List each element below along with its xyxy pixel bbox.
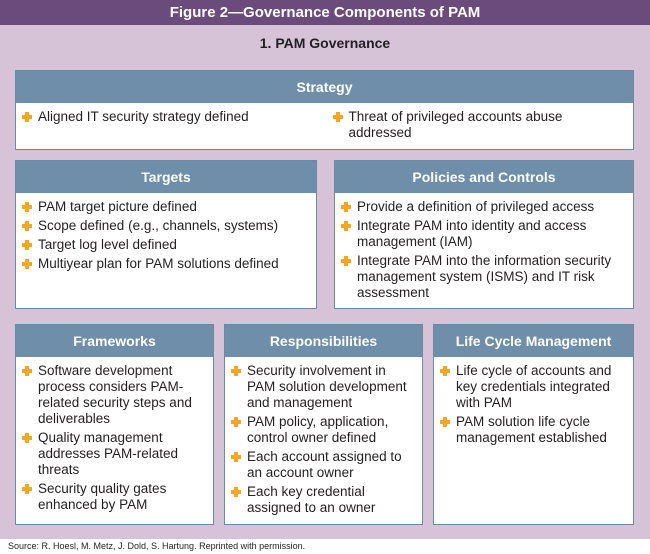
list-item: Threat of privileged accounts abuse addr…	[332, 109, 626, 141]
list-item: Multiyear plan for PAM solutions defined	[22, 256, 308, 272]
targets-card: Targets PAM target picture defined Scope…	[15, 160, 317, 309]
diamond-bullet-icon	[22, 112, 32, 122]
strategy-card: Strategy Aligned IT security strategy de…	[15, 70, 634, 150]
diamond-bullet-icon	[231, 452, 241, 462]
list-item: Scope defined (e.g., channels, systems)	[22, 218, 308, 234]
panel-heading: 1. PAM Governance	[259, 35, 391, 51]
list-item: Integrate PAM into identity and access m…	[341, 218, 625, 250]
frameworks-card-title: Frameworks	[16, 325, 213, 357]
policies-list: Provide a definition of privileged acces…	[341, 199, 625, 301]
list-item: Security quality gates enhanced by PAM	[22, 481, 205, 513]
figure-title: Figure 2—Governance Components of PAM	[0, 0, 650, 25]
diamond-bullet-icon	[341, 221, 351, 231]
diamond-bullet-icon	[332, 112, 343, 122]
list-item: PAM policy, application, control owner d…	[231, 414, 414, 446]
strategy-left-list: Aligned IT security strategy defined	[22, 109, 315, 125]
strategy-card-title: Strategy	[16, 71, 633, 103]
list-item: Software development process considers P…	[22, 363, 205, 427]
diamond-bullet-icon	[440, 366, 450, 376]
diamond-bullet-icon	[440, 417, 450, 427]
diamond-bullet-icon	[22, 433, 32, 443]
source-note: Source: R. Hoesl, M. Metz, J. Dold, S. H…	[8, 541, 306, 551]
policies-card-title: Policies and Controls	[335, 161, 633, 193]
lifecycle-card-title: Life Cycle Management	[434, 325, 633, 357]
list-item: Target log level defined	[22, 237, 308, 253]
lifecycle-list: Life cycle of accounts and key credentia…	[440, 363, 625, 446]
responsibilities-card: Responsibilities Security involvement in…	[224, 324, 423, 525]
list-item: Aligned IT security strategy defined	[22, 109, 315, 125]
diamond-bullet-icon	[22, 484, 32, 494]
list-item: PAM target picture defined	[22, 199, 308, 215]
list-item: Integrate PAM into the information secur…	[341, 253, 625, 301]
diamond-bullet-icon	[22, 202, 32, 212]
list-item: Each key credential assigned to an owner	[231, 484, 414, 516]
frameworks-card: Frameworks Software development process …	[15, 324, 214, 525]
diamond-bullet-icon	[22, 259, 32, 269]
responsibilities-card-title: Responsibilities	[225, 325, 422, 357]
list-item: Life cycle of accounts and key credentia…	[440, 363, 625, 411]
diamond-bullet-icon	[341, 256, 351, 266]
strategy-right-list: Threat of privileged accounts abuse addr…	[332, 109, 626, 141]
targets-list: PAM target picture defined Scope defined…	[22, 199, 308, 272]
diamond-bullet-icon	[231, 487, 241, 497]
policies-card: Policies and Controls Provide a definiti…	[334, 160, 634, 309]
list-item: Each account assigned to an account owne…	[231, 449, 414, 481]
list-item: Security involvement in PAM solution dev…	[231, 363, 414, 411]
responsibilities-list: Security involvement in PAM solution dev…	[231, 363, 414, 516]
frameworks-list: Software development process considers P…	[22, 363, 205, 513]
diamond-bullet-icon	[22, 240, 32, 250]
governance-panel: 1. PAM Governance Strategy Aligned IT se…	[0, 25, 650, 539]
list-item: PAM solution life cycle management estab…	[440, 414, 625, 446]
diamond-bullet-icon	[22, 221, 32, 231]
diamond-bullet-icon	[231, 366, 241, 376]
diamond-bullet-icon	[231, 417, 241, 427]
diamond-bullet-icon	[22, 366, 32, 376]
diamond-bullet-icon	[341, 202, 351, 212]
targets-card-title: Targets	[16, 161, 316, 193]
list-item: Quality management addresses PAM-related…	[22, 430, 205, 478]
list-item: Provide a definition of privileged acces…	[341, 199, 625, 215]
lifecycle-card: Life Cycle Management Life cycle of acco…	[433, 324, 634, 525]
